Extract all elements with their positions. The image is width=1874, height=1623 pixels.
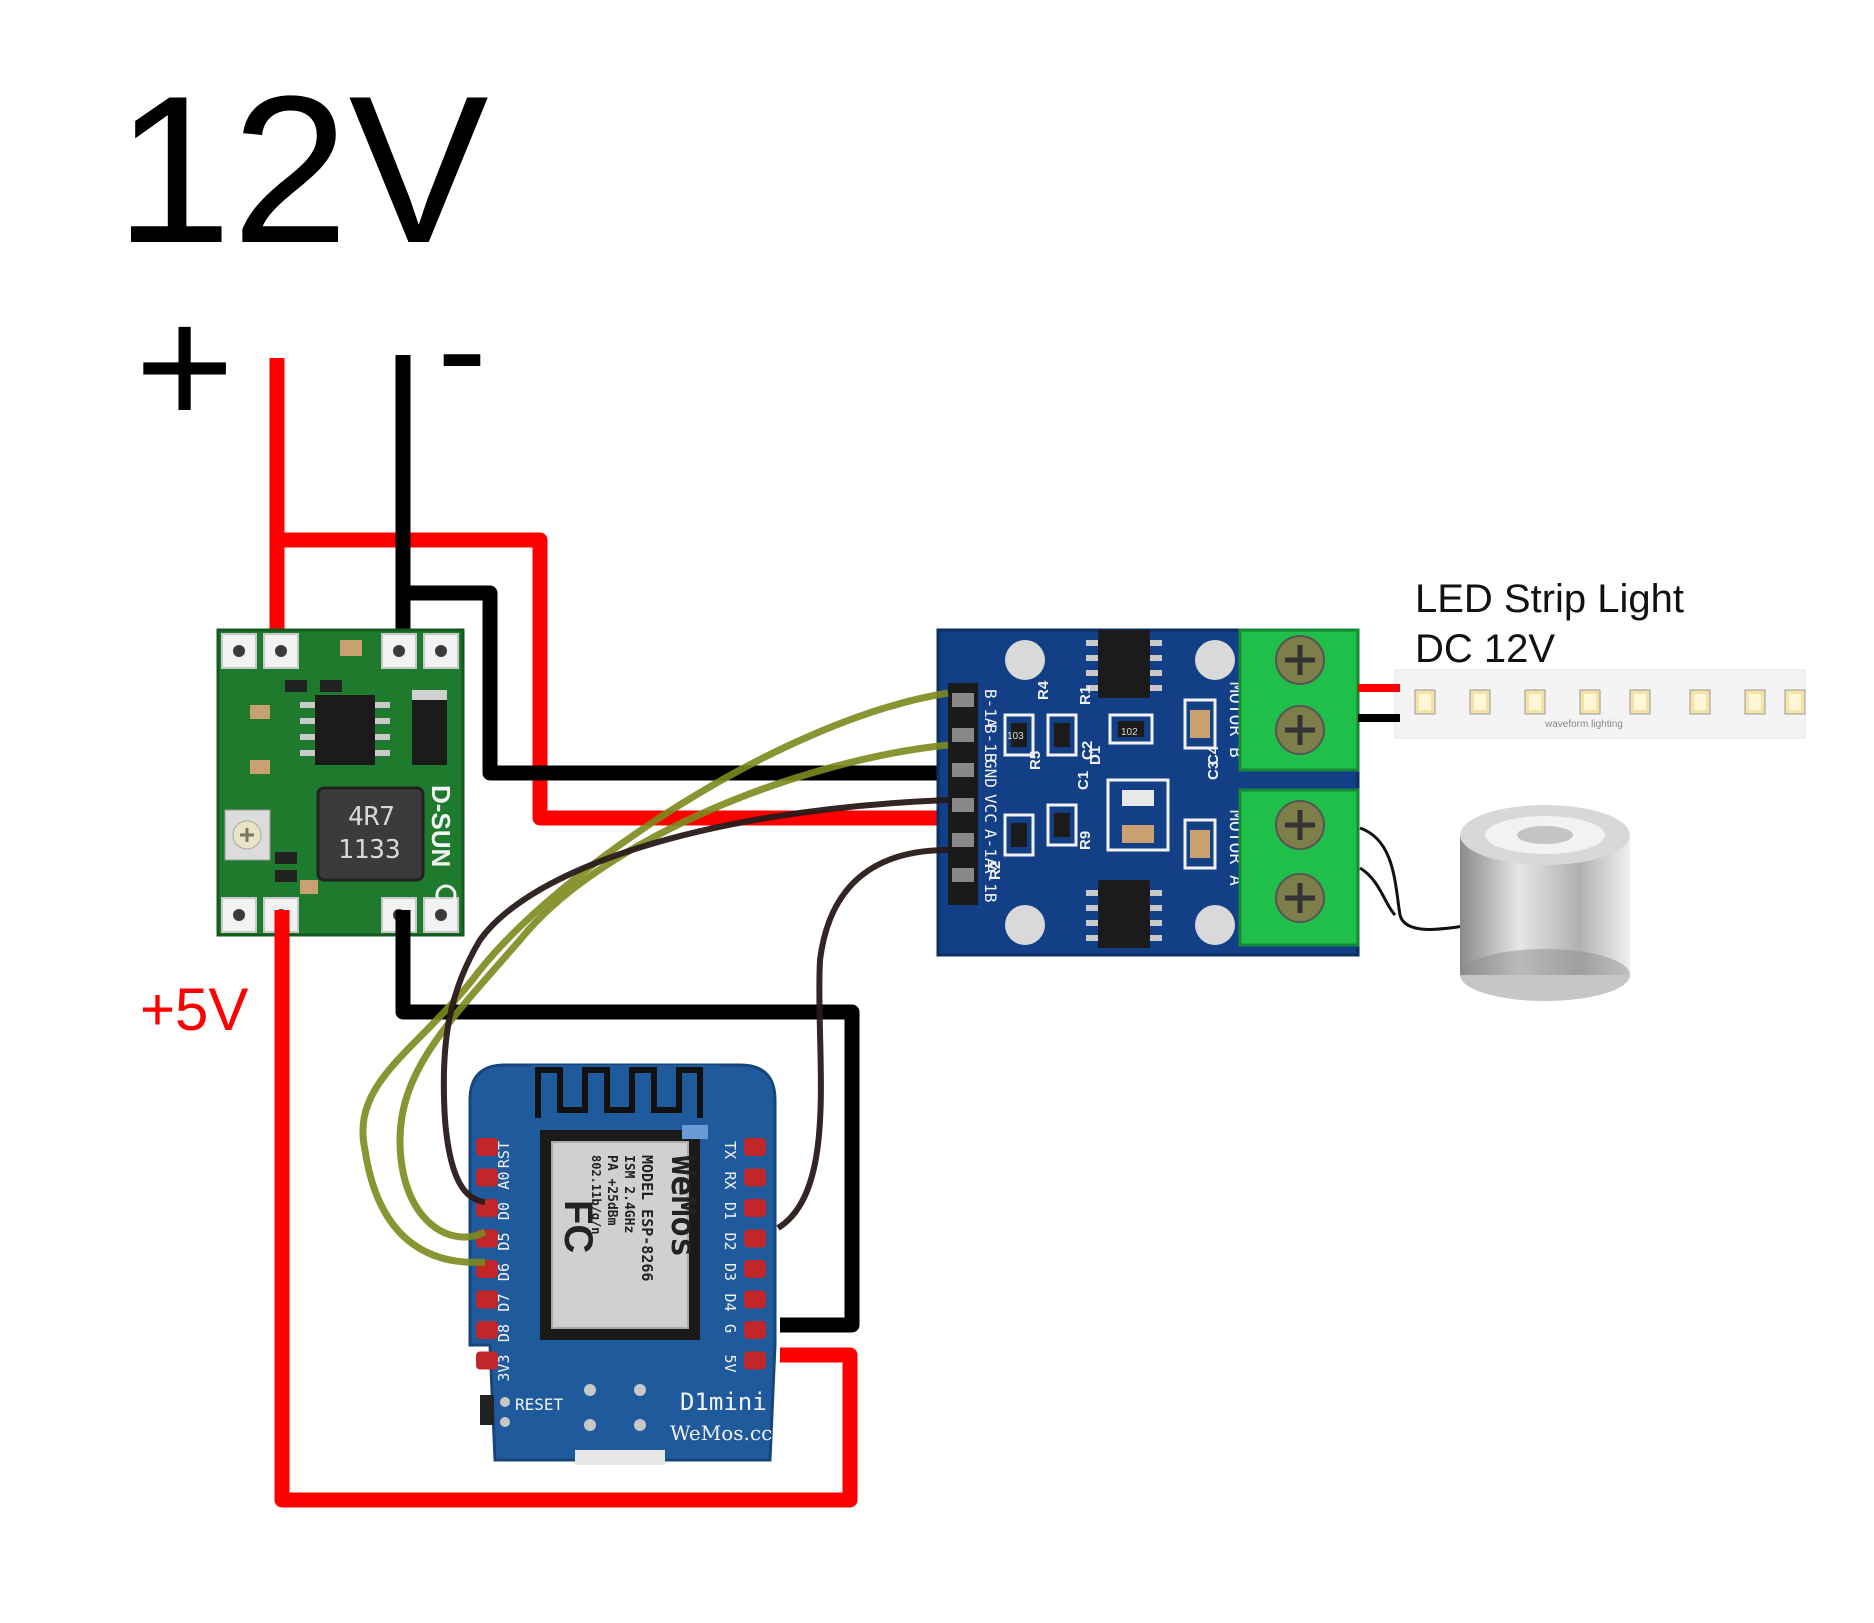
wire-signal-brown (440, 797, 949, 1231)
wemos-pin-label: D6 (495, 1263, 513, 1281)
led-chip (1469, 689, 1491, 715)
header-pin-label: B-1A (981, 689, 1000, 728)
inductor-code-2: 1133 (338, 835, 401, 865)
reset-button (480, 1395, 494, 1425)
wemos-pin-right (744, 1229, 766, 1248)
led-chip (1784, 689, 1806, 715)
waveform-lighting-text: waveform lighting (1544, 719, 1623, 730)
component-label: C2 (1079, 741, 1096, 760)
component-label: R5 (1027, 751, 1044, 770)
wemos-pin-label: D8 (495, 1324, 513, 1342)
wemos-pin-right (744, 1138, 766, 1156)
d1mini-label: D1mini (680, 1388, 767, 1416)
resistor-code-102: 102 (1121, 727, 1138, 738)
component-label: C3 (1205, 761, 1222, 780)
inductor-code-1: 4R7 (348, 802, 395, 832)
wire-5v (274, 910, 858, 1508)
module-text-line: WeMos (663, 1155, 703, 1257)
electromagnet (1359, 805, 1630, 1001)
led-chip (1629, 689, 1651, 715)
wemos-pin-label: 5V (721, 1355, 739, 1373)
wemos-pin-label: RST (495, 1141, 513, 1168)
header-pin (952, 763, 974, 777)
module-text-line: PA +25dBm (604, 1155, 619, 1226)
wemos-pin-right (744, 1260, 766, 1278)
led-chip (1524, 689, 1546, 715)
header-pin-label: VCC (981, 794, 1000, 823)
wemos-pin-label: D4 (721, 1294, 739, 1312)
component-label: R1 (1077, 686, 1094, 705)
led-strip: LED Strip Light DC 12V waveform lighting (1394, 577, 1806, 739)
plus-sign: + (135, 272, 234, 462)
resistor-code-103: 103 (1007, 731, 1024, 742)
led-chip (1414, 689, 1436, 715)
wire-12v-ground (395, 355, 938, 781)
wemos-pin-left (476, 1351, 498, 1370)
terminal-block-motor-a (1238, 788, 1360, 947)
wemos-pin-right (744, 1168, 766, 1187)
header-pin-label: GND (981, 759, 1000, 788)
header-pin-label: A-1A (981, 829, 1000, 868)
five-volt-label: +5V (140, 976, 248, 1043)
led-chip (1744, 689, 1766, 715)
wemos-pin-right (744, 1290, 766, 1309)
wemos-pin-label: D5 (495, 1233, 513, 1251)
supply-voltage-label: 12V (115, 52, 489, 287)
module-text-line: ISM 2.4GHz (621, 1155, 636, 1233)
wemos-pin-right (744, 1351, 766, 1370)
wemos-pin-right (744, 1199, 766, 1217)
header-pin (952, 798, 974, 812)
wemos-pin-label: G (721, 1324, 739, 1333)
fcc-logo: FC (556, 1200, 600, 1253)
module-text-line: MODEL ESP-8266 (638, 1155, 656, 1281)
wemos-pin-left (476, 1290, 498, 1309)
component-label: C1 (1075, 771, 1092, 790)
wemos-pin-right (744, 1321, 766, 1339)
buck-brand: D-SUN (426, 785, 456, 867)
wemos-site-label: WeMos.cc (670, 1421, 772, 1445)
header-pin (952, 693, 974, 707)
inductor (316, 786, 425, 882)
component-label: D1 (1087, 746, 1104, 765)
led-chip (1579, 689, 1601, 715)
wemos-pin-left (476, 1321, 498, 1339)
wire-signal-olive (359, 689, 949, 1266)
component-label: R9 (1077, 831, 1094, 850)
component-label: C4 (1205, 745, 1222, 765)
header-pin-label: A-1B (981, 864, 1000, 903)
wemos-pin-left (476, 1168, 498, 1187)
led-strip-leads (1358, 684, 1400, 722)
module-text-line: 802.11b/g/n (589, 1155, 603, 1234)
component-label: R2 (987, 861, 1004, 880)
header-pin (952, 868, 974, 882)
header-pin (952, 833, 974, 847)
wemos-pin-label: D2 (721, 1233, 739, 1251)
header-pin-label: B-1B (981, 724, 1000, 763)
reset-label: RESET (515, 1395, 564, 1414)
buck-converter: 4R7 1133 D-SUN (216, 628, 465, 937)
wire-5v-ground (395, 910, 860, 1333)
wemos-pin-label: TX (721, 1141, 739, 1159)
wemos-pin-label: A0 (495, 1172, 513, 1190)
wemos-pin-left (476, 1138, 498, 1156)
wemos-pin-label: D3 (721, 1263, 739, 1281)
wemos-pin-label: RX (721, 1172, 739, 1190)
wemos-pin-label: 3V3 (495, 1355, 513, 1382)
minus-sign: - (437, 264, 487, 432)
wemos-pin-label: D1 (721, 1202, 739, 1220)
header-pin (952, 728, 974, 742)
wemos-pin-label: D7 (495, 1294, 513, 1312)
led-title-line1: LED Strip Light (1415, 577, 1684, 621)
terminal-block-motor-b (1238, 628, 1360, 772)
led-chip (1689, 689, 1711, 715)
led-title-line2: DC 12V (1415, 627, 1555, 671)
component-label: R4 (1035, 680, 1052, 700)
wemos-pin-label: D0 (495, 1202, 513, 1220)
